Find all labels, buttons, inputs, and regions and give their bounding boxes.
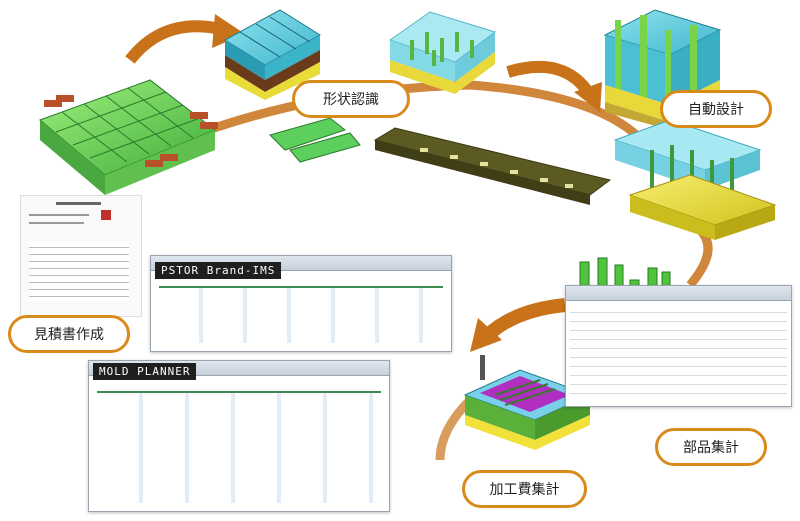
product-model xyxy=(39,79,218,195)
step-parts-totaling-label: 部品集計 xyxy=(683,440,739,456)
step-shape-recognition-label: 形状認識 xyxy=(323,92,379,108)
layered-mold-model xyxy=(613,119,777,240)
mold-core-model xyxy=(224,9,321,100)
arrow-to-machining-head xyxy=(470,318,502,352)
auto-design-mold-model xyxy=(603,9,722,130)
upper-window-title: PSTOR Brand-IMS xyxy=(155,262,282,279)
upper-app-window: PSTOR Brand-IMS xyxy=(150,255,452,352)
flow-arc-bottom xyxy=(435,396,474,461)
step-auto-design-label: 自動設計 xyxy=(688,102,744,118)
strip-layout-model xyxy=(373,127,612,205)
lower-app-window: MOLD PLANNER xyxy=(88,360,390,512)
parts-table-grid xyxy=(570,304,787,402)
arrow-to-auto-design xyxy=(506,60,596,99)
parts-table-window xyxy=(565,285,792,407)
runner-parts-model xyxy=(269,117,361,163)
step-quote-creation: 見積書作成 xyxy=(8,315,130,353)
quote-document xyxy=(20,195,142,317)
lower-window-title: MOLD PLANNER xyxy=(93,363,197,380)
step-machining-cost: 加工費集計 xyxy=(462,470,587,508)
arrow-to-machining xyxy=(483,298,566,341)
step-parts-totaling: 部品集計 xyxy=(655,428,767,466)
arrow-to-auto-design-head xyxy=(574,82,602,112)
lower-window-content xyxy=(97,391,381,503)
step-quote-creation-label: 見積書作成 xyxy=(34,327,104,343)
parts-window-titlebar xyxy=(566,286,791,301)
flow-arc-right xyxy=(686,226,713,288)
mold-cavity-model xyxy=(388,11,497,94)
step-shape-recognition: 形状認識 xyxy=(292,80,410,118)
arrow-to-top-mold-head xyxy=(212,14,245,48)
upper-window-content xyxy=(159,286,443,343)
step-machining-cost-label: 加工費集計 xyxy=(489,482,560,498)
arrow-to-top-mold xyxy=(125,20,227,64)
step-auto-design: 自動設計 xyxy=(660,90,772,128)
